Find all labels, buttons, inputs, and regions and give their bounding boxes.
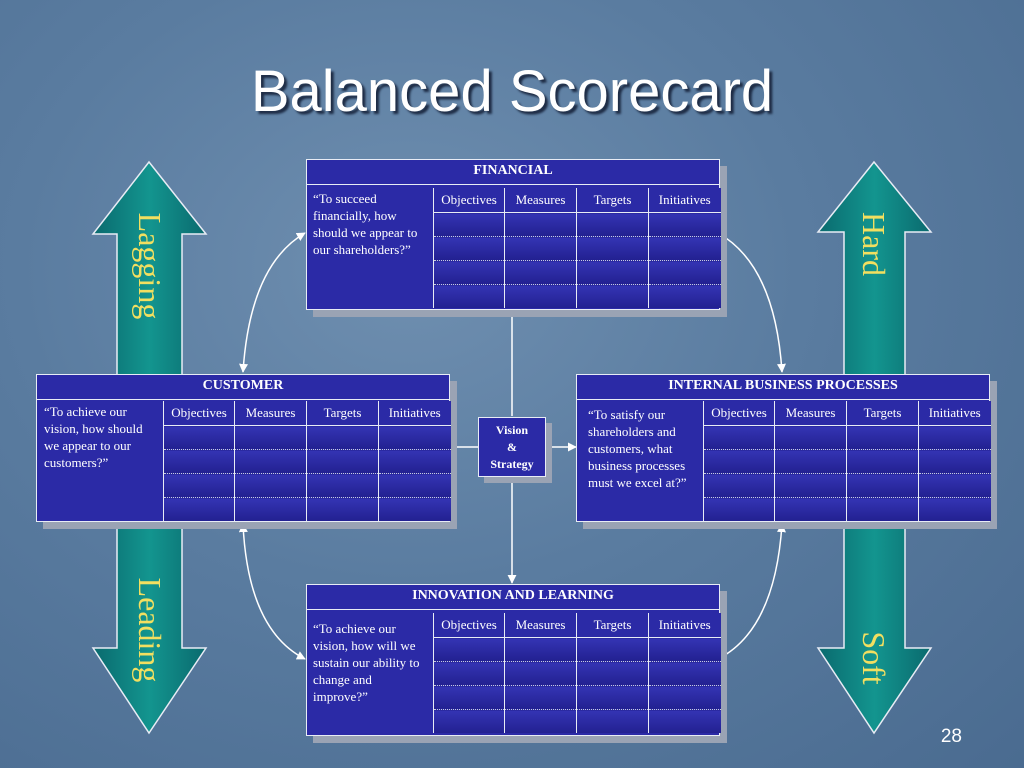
column-targets: Targets bbox=[306, 401, 379, 426]
column-initiatives: Initiatives bbox=[918, 401, 991, 426]
internal-processes-question: “To satisfy our shareholders and custome… bbox=[588, 407, 687, 490]
internal-processes-box: INTERNAL BUSINESS PROCESSES “To satisfy … bbox=[576, 374, 991, 522]
vision-strategy-box: Vision & Strategy bbox=[478, 417, 546, 477]
column-initiatives: Initiatives bbox=[648, 613, 721, 638]
connector-customer-financial bbox=[239, 232, 306, 373]
table-row bbox=[433, 709, 721, 733]
arrow-label-soft: Soft bbox=[856, 631, 892, 685]
column-initiatives: Initiatives bbox=[648, 188, 721, 213]
innovation-learning-question: “To achieve our vision, how will we sust… bbox=[313, 621, 420, 704]
connector-innovation-internal bbox=[717, 523, 786, 660]
table-row bbox=[433, 236, 721, 261]
page-number: 28 bbox=[940, 726, 962, 747]
column-targets: Targets bbox=[576, 613, 649, 638]
slide-title: Balanced Scorecard bbox=[250, 59, 774, 124]
table-row bbox=[703, 425, 991, 450]
table-row bbox=[703, 449, 991, 474]
column-measures: Measures bbox=[234, 401, 307, 426]
column-objectives: Objectives bbox=[163, 401, 235, 426]
column-measures: Measures bbox=[504, 188, 577, 213]
table-row bbox=[703, 497, 991, 521]
arrow-label-leading: Leading bbox=[132, 577, 168, 683]
column-targets: Targets bbox=[576, 188, 649, 213]
financial-question: “To succeed financially, how should we a… bbox=[313, 191, 418, 257]
financial-grid: Objectives Measures Targets Initiatives bbox=[433, 188, 721, 308]
innovation-learning-box: INNOVATION AND LEARNING “To achieve our … bbox=[306, 584, 721, 736]
column-objectives: Objectives bbox=[433, 613, 505, 638]
column-initiatives: Initiatives bbox=[378, 401, 451, 426]
strategy-label: Strategy bbox=[490, 457, 534, 471]
column-measures: Measures bbox=[504, 613, 577, 638]
column-measures: Measures bbox=[774, 401, 847, 426]
customer-question: “To achieve our vision, how should we ap… bbox=[44, 404, 143, 470]
arrow-label-hard: Hard bbox=[856, 212, 892, 276]
table-row bbox=[433, 637, 721, 662]
financial-box: FINANCIAL “To succeed financially, how s… bbox=[306, 159, 721, 310]
connector-customer-innovation bbox=[238, 523, 306, 660]
customer-box: CUSTOMER “To achieve our vision, how sho… bbox=[36, 374, 451, 522]
column-targets: Targets bbox=[846, 401, 919, 426]
table-row bbox=[163, 425, 451, 450]
financial-heading: FINANCIAL bbox=[307, 160, 719, 185]
connector-financial-internal bbox=[717, 232, 786, 373]
table-row bbox=[703, 473, 991, 498]
table-row bbox=[433, 260, 721, 285]
innovation-learning-grid: Objectives Measures Targets Initiatives bbox=[433, 613, 721, 733]
internal-processes-grid: Objectives Measures Targets Initiatives bbox=[703, 401, 991, 521]
internal-processes-heading: INTERNAL BUSINESS PROCESSES bbox=[577, 375, 989, 400]
innovation-learning-heading: INNOVATION AND LEARNING bbox=[307, 585, 719, 610]
customer-grid: Objectives Measures Targets Initiatives bbox=[163, 401, 451, 521]
table-row bbox=[433, 685, 721, 710]
customer-heading: CUSTOMER bbox=[37, 375, 449, 400]
table-row bbox=[433, 212, 721, 237]
table-row bbox=[163, 473, 451, 498]
table-row bbox=[163, 497, 451, 521]
arrow-label-lagging: Lagging bbox=[132, 212, 168, 320]
ampersand-label: & bbox=[507, 440, 517, 454]
column-objectives: Objectives bbox=[433, 188, 505, 213]
column-objectives: Objectives bbox=[703, 401, 775, 426]
table-row bbox=[433, 661, 721, 686]
vision-label: Vision bbox=[495, 423, 529, 437]
table-row bbox=[163, 449, 451, 474]
table-row bbox=[433, 284, 721, 308]
